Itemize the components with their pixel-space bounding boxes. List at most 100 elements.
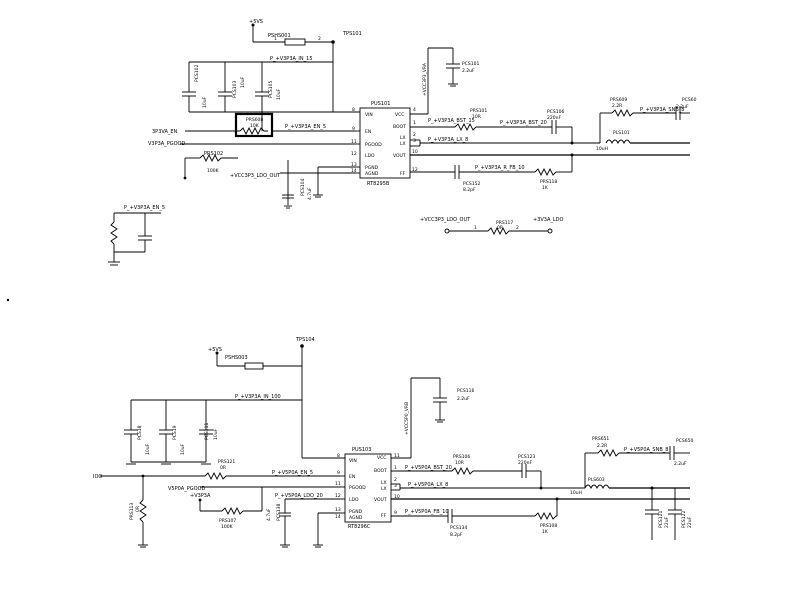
- top-fuse-ref: PSHS001: [268, 33, 291, 39]
- svg-text:PGOOD: PGOOD: [349, 485, 366, 491]
- svg-text:PGND: PGND: [349, 509, 363, 515]
- svg-text:10: 10: [394, 494, 400, 500]
- svg-text:2: 2: [413, 132, 416, 138]
- top-cap-snub-ref: PCS60: [682, 97, 697, 103]
- bot-vcc-net: +VCC5P0_VRB: [404, 402, 410, 435]
- jumper-ref: PRS117: [496, 220, 513, 226]
- top-pin-boot: BOOT: [393, 124, 406, 130]
- top-cap-ff-ref: PCS152: [463, 181, 480, 187]
- top-cap-ldo-ref: PCS104: [300, 179, 306, 196]
- bot-cap-out2-ref: PCS122: [681, 511, 687, 528]
- top-r-snub-val: 2.2R: [612, 103, 622, 109]
- svg-text:1: 1: [413, 120, 416, 126]
- bot-fuse-ref: PSHS003: [225, 355, 248, 361]
- top-fuse-symbol: [284, 38, 306, 46]
- bot-pd-ref: PRS113: [129, 503, 135, 520]
- mini-net: P_+V3P3A_EN_5: [124, 205, 165, 211]
- top-r-ff-val: 1K: [542, 185, 549, 191]
- svg-text:11: 11: [394, 453, 400, 459]
- svg-text:VCC: VCC: [377, 455, 386, 461]
- top-ic-ref: PUS101: [371, 101, 390, 107]
- bot-pg-res-val: 100K: [221, 524, 234, 530]
- svg-text:13: 13: [351, 162, 357, 168]
- bot-r-ff-val: 1K: [542, 529, 549, 535]
- top-pg-res-ref: PRS102: [204, 151, 223, 157]
- bot-r-boot-val: 10R: [455, 460, 464, 466]
- bot-inductor-val: 10uH: [570, 490, 582, 496]
- top-pin-en: EN: [365, 129, 371, 135]
- bot-ic-ref: PUS103: [352, 447, 371, 453]
- top-cap-boot-val: 220nF: [547, 115, 561, 121]
- svg-text:4: 4: [413, 107, 416, 113]
- svg-text:3: 3: [394, 483, 397, 489]
- bot-r-boot-ref: PRS106: [453, 454, 470, 460]
- svg-text:VOUT: VOUT: [374, 497, 387, 503]
- svg-text:11: 11: [351, 139, 357, 145]
- top-sig-pgood: V3P3A_PGOOD: [148, 141, 185, 147]
- top-cap3-val: 10uF: [276, 88, 282, 100]
- svg-text:VIN: VIN: [349, 458, 357, 464]
- top-pin-pgood: PGOOD: [365, 142, 382, 148]
- svg-text:2: 2: [318, 36, 321, 42]
- mini-en-circuit: P_+V3P3A_EN_5: [108, 205, 165, 266]
- top-en-res-ref: PRS608: [246, 117, 263, 123]
- svg-text:10uF: 10uF: [145, 443, 151, 455]
- bot-rail-3v: +V3P3A: [190, 493, 211, 499]
- bot-r-ff-ref: PRS108: [540, 523, 557, 529]
- top-rail-5v-label: +5VS: [249, 19, 263, 25]
- top-cap-ff-val: 8.2pF: [463, 187, 476, 193]
- svg-text:14: 14: [351, 168, 357, 174]
- top-net-ff: P_+V3P3A_R_FB_10: [475, 165, 525, 171]
- top-pin-lx2: LX: [400, 141, 406, 147]
- bot-cap-out1-ref: PCS121: [658, 511, 664, 528]
- svg-text:11: 11: [335, 481, 341, 487]
- svg-text:BOOT: BOOT: [374, 468, 387, 474]
- top-ic-part: RT8295B: [367, 181, 390, 187]
- top-vcc-ldo-out: +VCC3P3_LDO_OUT: [230, 173, 281, 179]
- top-net-boot2: P_+V3P3A_BST_20: [500, 120, 547, 126]
- bot-inductor-ref: PLS603: [588, 477, 605, 483]
- bot-rail-5v-label: +5VS: [208, 347, 222, 353]
- svg-text:LX: LX: [381, 480, 387, 486]
- top-r-snub-ref: PRS609: [610, 97, 627, 103]
- top-pin-vin: VIN: [365, 112, 373, 118]
- top-cap3-ref: PCS105: [268, 81, 274, 98]
- bot-en-res-ref: PRS121: [218, 459, 235, 465]
- svg-text:12: 12: [351, 151, 357, 157]
- bot-cap-vcc-ref: PCS116: [457, 388, 474, 394]
- jumper-left-net: +VCC3P3_LDO_OUT: [420, 217, 471, 223]
- svg-text:PCS19: PCS19: [172, 425, 178, 440]
- svg-text:10: 10: [412, 149, 418, 155]
- bot-pd-val: 0R: [135, 506, 141, 512]
- svg-text:AGND: AGND: [349, 515, 363, 521]
- top-cap1-val: 10uF: [202, 96, 208, 108]
- ldo-jumper: +VCC3P3_LDO_OUT 1 PRS117 0R 2 +3V3A_LDO: [420, 217, 564, 236]
- top-test-point-ref: TPS101: [342, 31, 362, 37]
- bot-cap-ldo-ref: PCS138: [276, 504, 282, 521]
- bot-cap-out1-val: 22uF: [664, 516, 670, 528]
- bot-cap-vcc-val: 2.2uF: [457, 396, 470, 402]
- top-r-ff-ref: PRS118: [540, 179, 557, 185]
- top-inductor-ref: PLS101: [613, 130, 630, 136]
- bot-cap-ldo-val: 4.7uF: [266, 508, 272, 521]
- top-net-snub: P_+V3P3A_SNB_8: [640, 107, 684, 113]
- top-pin-vout: VOUT: [393, 153, 406, 159]
- bot-sig-left: IOO: [93, 474, 102, 480]
- svg-text:10uF: 10uF: [213, 428, 219, 440]
- bot-net-lx: P_+V5P0A_LX_8: [408, 482, 448, 488]
- top-cap-vcc-ref: PCS101: [462, 61, 479, 67]
- top-cap2-val: 10uF: [240, 76, 246, 88]
- bot-ic-part: RT8296C: [348, 524, 371, 530]
- bot-cap-boot-val: 220nF: [518, 460, 532, 466]
- top-cap1-ref: PCS102: [194, 65, 200, 82]
- svg-text:8: 8: [352, 107, 355, 113]
- bot-net-in: P_+V3P3A_IN_100: [235, 394, 281, 400]
- top-net-in: P_+V3P3A_IN_15: [270, 56, 313, 62]
- bot-en-res-val: 0R: [220, 465, 226, 471]
- svg-text:2: 2: [516, 225, 519, 231]
- top-ic-body: [359, 107, 411, 179]
- svg-text:8: 8: [337, 453, 340, 459]
- top-r-boot-val: 10R: [472, 114, 481, 120]
- bot-cap-boot-ref: PCS123: [518, 454, 535, 460]
